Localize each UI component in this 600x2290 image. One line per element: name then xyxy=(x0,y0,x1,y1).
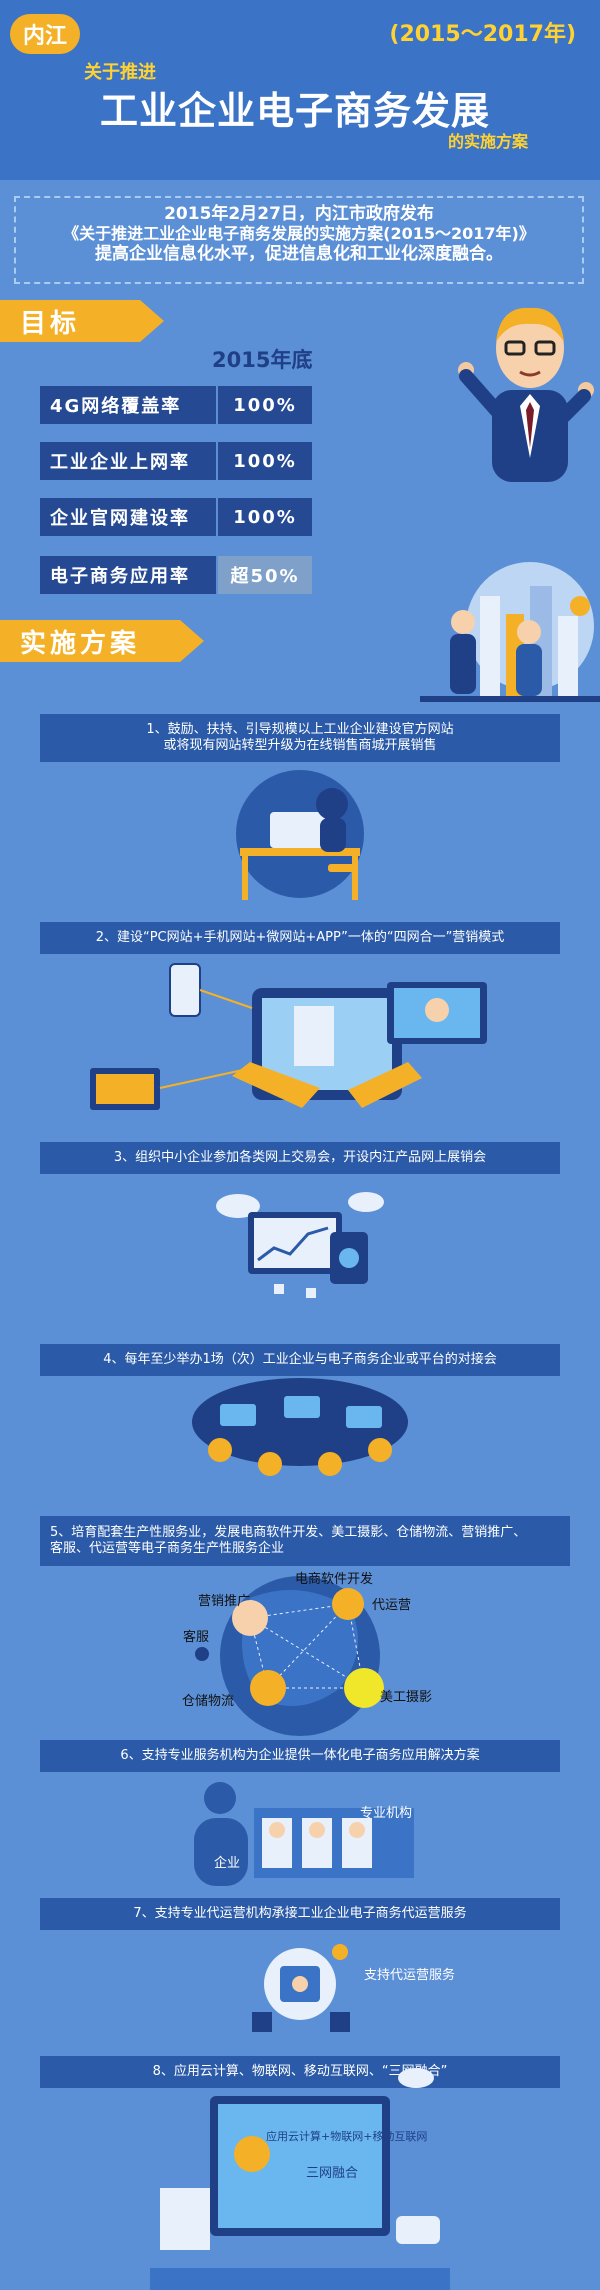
city-badge: 内江 xyxy=(10,14,80,54)
goal-value: 超50% xyxy=(216,556,312,594)
matchmaking-meeting-illustration xyxy=(192,1378,408,1476)
three-network-fusion-illustration xyxy=(150,2068,450,2290)
fusion-label: 三网融合 xyxy=(306,2166,359,2181)
plan-item-7-line-1: 7、支持专业代运营机构承接工业企业电子商务代运营服务 xyxy=(133,1906,467,1921)
goal-row: 电子商务应用率 超50% xyxy=(40,556,312,594)
plan-item-2-line-1: 2、建设“PC网站+手机网站+微网站+APP”一体的“四网合一”营销模式 xyxy=(95,930,505,945)
enterprise-label: 企业 xyxy=(214,1856,241,1871)
service-label-photography: 美工摄影 xyxy=(380,1690,433,1705)
goal-row: 4G网络覆盖率 100% xyxy=(40,386,312,424)
plan-item-8-line-1: 8、应用云计算、物联网、移动互联网、“三网融合” xyxy=(152,2064,448,2079)
operation-service-label: 支持代运营服务 xyxy=(364,1968,456,1983)
notice-line-3: 提高企业信息化水平，促进信息化和工业化深度融合。 xyxy=(95,244,503,264)
hero-header: 内江 (2015～2017年) 关于推进 工业企业电子商务发展 的实施方案 xyxy=(0,0,600,180)
goal-value: 100% xyxy=(216,442,312,480)
plan-item-5: 5、培育配套生产性服务业，发展电商软件开发、美工摄影、仓储物流、营销推广、 客服… xyxy=(40,1516,570,1566)
service-label-logistics: 仓储物流 xyxy=(182,1694,235,1709)
online-trade-fair-illustration xyxy=(216,1192,384,1298)
service-label-operation: 代运营 xyxy=(372,1598,412,1613)
goal-value: 100% xyxy=(216,386,312,424)
subtitle-bottom: 的实施方案 xyxy=(447,132,528,151)
plan-item-8: 8、应用云计算、物联网、移动互联网、“三网融合” xyxy=(40,2056,560,2088)
plan-item-1: 1、鼓励、扶持、引导规模以上工业企业建设官方网站 或将现有网站转型升级为在线销售… xyxy=(40,714,560,762)
subtitle-top: 关于推进 xyxy=(84,62,156,83)
plan-item-7: 7、支持专业代运营机构承接工业企业电子商务代运营服务 xyxy=(40,1898,560,1930)
plan-item-6: 6、支持专业服务机构为企业提供一体化电子商务应用解决方案 xyxy=(40,1740,560,1772)
plan-item-2: 2、建设“PC网站+手机网站+微网站+APP”一体的“四网合一”营销模式 xyxy=(40,922,560,954)
plan-item-6-line-1: 6、支持专业服务机构为企业提供一体化电子商务应用解决方案 xyxy=(120,1748,480,1763)
outsourced-operation-illustration xyxy=(252,1944,350,2032)
businessman-illustration xyxy=(458,307,594,482)
four-in-one-devices-illustration xyxy=(90,963,487,1110)
policy-notice: 2015年2月27日，内江市政府发布 《关于推进工业企业电子商务发展的实施方案(… xyxy=(14,196,584,284)
goal-row: 工业企业上网率 100% xyxy=(40,442,312,480)
plan-item-5-line-1: 5、培育配套生产性服务业，发展电商软件开发、美工摄影、仓储物流、营销推广、 xyxy=(50,1525,527,1540)
plans-ribbon: 实施方案 xyxy=(0,620,204,662)
goals-year: 2015年底 xyxy=(212,348,313,372)
city-illustration xyxy=(420,562,600,702)
goal-row: 企业官网建设率 100% xyxy=(40,498,312,536)
service-label-software: 电商软件开发 xyxy=(295,1572,374,1587)
plan-item-4: 4、每年至少举办1场（次）工业企业与电子商务企业或平台的对接会 xyxy=(40,1344,560,1376)
plan-item-3-line-1: 3、组织中小企业参加各类网上交易会，开设内江产品网上展销会 xyxy=(113,1150,487,1165)
computer-desk-illustration xyxy=(236,770,364,900)
service-label-customer-service: 客服 xyxy=(183,1630,210,1645)
goal-label: 工业企业上网率 xyxy=(40,442,216,480)
notice-line-1: 2015年2月27日，内江市政府发布 xyxy=(164,204,434,224)
page-title: 工业企业电子商务发展 xyxy=(100,89,491,133)
screen-text: 应用云计算+物联网+移动互联网 xyxy=(266,2130,428,2143)
plan-item-1-line-2: 或将现有网站转型升级为在线销售商城开展销售 xyxy=(163,738,437,753)
service-label-marketing: 营销推广 xyxy=(198,1594,251,1609)
agency-label: 专业机构 xyxy=(360,1806,413,1821)
plan-item-1-line-1: 1、鼓励、扶持、引导规模以上工业企业建设官方网站 xyxy=(146,722,454,737)
notice-line-2: 《关于推进工业企业电子商务发展的实施方案(2015～2017年)》 xyxy=(63,224,535,243)
goal-label: 电子商务应用率 xyxy=(40,556,216,594)
plan-item-4-line-1: 4、每年至少举办1场（次）工业企业与电子商务企业或平台的对接会 xyxy=(103,1352,497,1367)
enterprise-agency-illustration xyxy=(194,1782,414,1886)
goal-value: 100% xyxy=(216,498,312,536)
goals-ribbon: 目标 xyxy=(0,300,164,342)
goal-label: 4G网络覆盖率 xyxy=(40,386,216,424)
goal-label: 企业官网建设率 xyxy=(40,498,216,536)
plan-item-5-line-2: 客服、代运营等电子商务生产性服务企业 xyxy=(50,1541,285,1556)
year-range: (2015～2017年) xyxy=(389,22,576,47)
plan-item-3: 3、组织中小企业参加各类网上交易会，开设内江产品网上展销会 xyxy=(40,1142,560,1174)
service-network-globe-illustration xyxy=(195,1576,384,1736)
